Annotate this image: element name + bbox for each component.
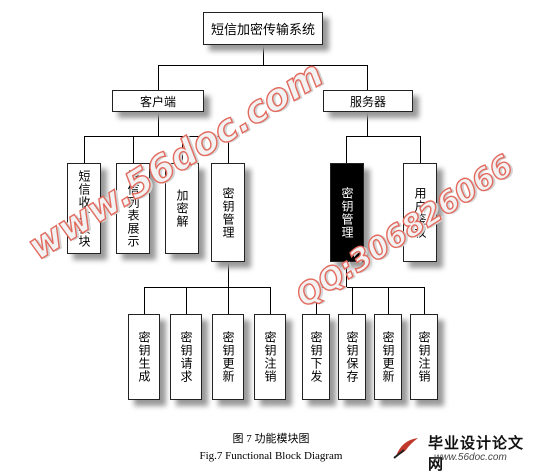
- client-module-crypto: 加密解: [165, 163, 199, 254]
- server-module-label: 密钥管理: [340, 186, 354, 239]
- site-logo: 毕业设计论文网 www.56doc.com: [388, 432, 538, 473]
- root-node: 短信加密传输系统: [203, 12, 323, 45]
- client-key-sub-label: 密钥注销: [263, 331, 277, 383]
- client-module-label: 密钥管理: [221, 186, 235, 239]
- client-module-label: 短信列表展示: [126, 169, 140, 248]
- client-node: 客户端: [112, 90, 204, 112]
- client-key-sub-label: 密钥请求: [179, 331, 193, 383]
- server-key-sub-label: 密钥保存: [345, 331, 359, 383]
- client-module-sms-list: 短信列表展示: [116, 163, 150, 254]
- server-key-distribute: 密钥下发: [302, 314, 330, 400]
- client-module-label: 短信收发模块: [77, 169, 91, 248]
- client-module-key-management: 密钥管理: [211, 163, 245, 262]
- client-label: 客户端: [139, 94, 176, 109]
- caption-chinese: 图 7 功能模块图: [232, 433, 310, 445]
- server-key-sub-label: 密钥注销: [417, 331, 431, 383]
- server-key-update: 密钥更新: [374, 314, 402, 400]
- client-module-label: 加密解: [175, 189, 189, 228]
- client-key-generate: 密钥生成: [128, 314, 160, 400]
- server-module-auth: 用户鉴权: [403, 163, 437, 262]
- caption-english: Fig.7 Functional Block Diagram: [199, 450, 343, 462]
- client-key-request: 密钥请求: [170, 314, 202, 400]
- client-key-update: 密钥更新: [212, 314, 244, 400]
- client-key-revoke: 密钥注销: [254, 314, 286, 400]
- client-key-sub-label: 密钥生成: [137, 331, 151, 383]
- server-key-sub-label: 密钥下发: [309, 331, 323, 383]
- pen-logo-icon: [393, 438, 418, 459]
- logo-url: www.56doc.com: [434, 452, 507, 463]
- server-key-revoke: 密钥注销: [410, 314, 438, 400]
- server-label: 服务器: [349, 94, 386, 109]
- client-module-sms-io: 短信收发模块: [67, 163, 101, 254]
- root-label: 短信加密传输系统: [210, 23, 315, 38]
- logo-title: 毕业设计论文网: [428, 434, 525, 473]
- server-node: 服务器: [323, 90, 413, 112]
- client-key-sub-label: 密钥更新: [221, 331, 235, 383]
- server-module-label: 用户鉴权: [413, 186, 427, 239]
- server-module-key-management: 密钥管理: [330, 163, 364, 262]
- server-key-store: 密钥保存: [338, 314, 366, 400]
- server-key-sub-label: 密钥更新: [381, 331, 395, 383]
